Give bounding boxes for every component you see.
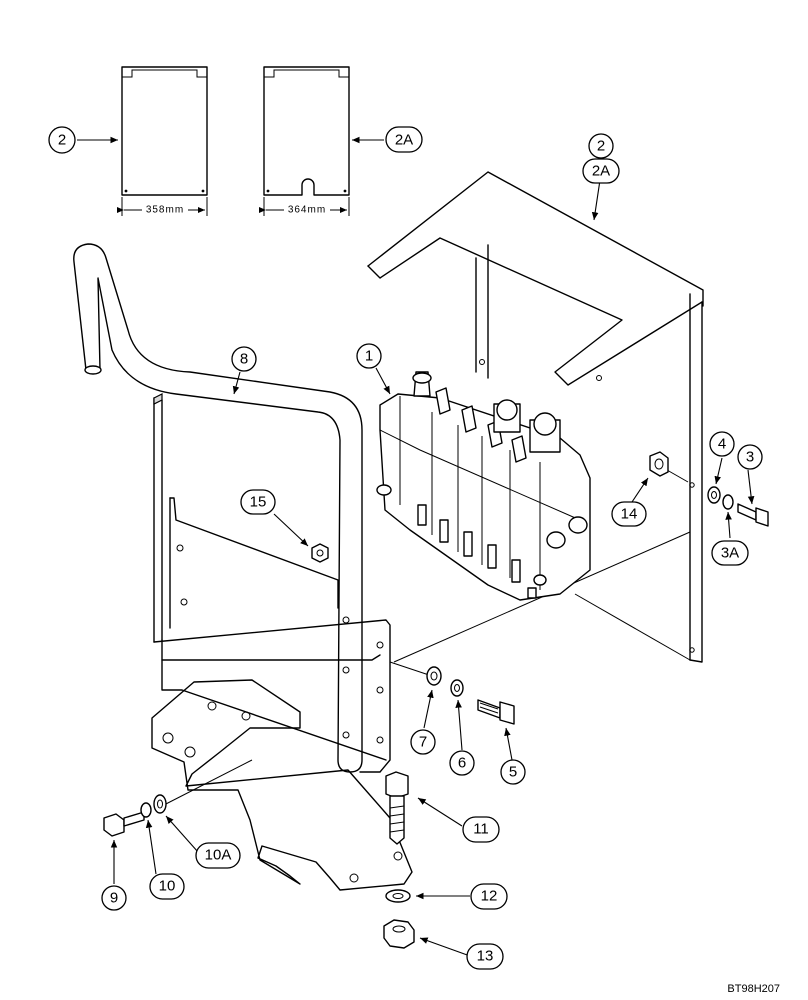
callout-2-left: 2 [48, 126, 76, 154]
callout-3-label: 3 [746, 449, 754, 466]
dimension-358mm: 358mm [146, 205, 184, 216]
callout-2-right-label: 2 [597, 138, 605, 155]
washer-10A [153, 794, 167, 814]
callout-5-label: 5 [509, 764, 517, 781]
callout-9: 9 [101, 885, 127, 911]
callout-10: 10 [149, 873, 185, 900]
callout-15-label: 15 [250, 494, 267, 511]
control-valve-assembly [376, 371, 591, 601]
leader-lines [77, 136, 755, 957]
washer-12 [385, 889, 411, 903]
washer-6 [450, 679, 464, 697]
nut-14 [649, 451, 669, 477]
drawing-code: BT98H207 [727, 983, 780, 995]
lockwasher-10 [140, 802, 152, 818]
lockwasher-3A [722, 494, 734, 510]
callout-2A-right-label: 2A [592, 163, 610, 180]
callout-2A-top: 2A [385, 126, 423, 153]
valve-cover-plate [367, 171, 704, 663]
callout-15: 15 [240, 489, 276, 515]
callout-6-label: 6 [458, 755, 466, 772]
callout-5: 5 [500, 759, 526, 785]
bolt-11 [385, 771, 409, 845]
callout-4: 4 [709, 431, 735, 457]
callout-9-label: 9 [110, 890, 118, 907]
washer-4 [707, 486, 721, 504]
callout-2-right: 2 [588, 133, 614, 159]
callout-13-label: 13 [477, 948, 494, 965]
bolt-9 [103, 811, 145, 837]
callout-1-label: 1 [365, 348, 373, 365]
callout-2A-right: 2A [582, 158, 620, 184]
handrail-stand [73, 243, 413, 891]
bolt-3 [737, 503, 769, 527]
plate-358mm [121, 66, 208, 196]
nut-13 [383, 919, 415, 949]
callout-3A: 3A [711, 540, 749, 566]
callout-14: 14 [611, 501, 647, 527]
callout-4-label: 4 [718, 436, 726, 453]
callout-3: 3 [737, 444, 763, 470]
callout-3A-label: 3A [721, 545, 739, 562]
washer-7 [426, 666, 442, 686]
plate-364mm [263, 66, 350, 196]
callout-10-label: 10 [159, 878, 176, 895]
callout-11: 11 [462, 816, 500, 843]
callout-14-label: 14 [621, 506, 638, 523]
bolt-5 [477, 699, 515, 725]
callout-10A: 10A [195, 842, 241, 869]
callout-10A-label: 10A [205, 847, 232, 864]
callout-8: 8 [231, 346, 257, 372]
callout-2A-top-label: 2A [395, 132, 413, 149]
callout-2-left-label: 2 [58, 132, 66, 149]
callout-7: 7 [410, 729, 436, 755]
callout-12-label: 12 [481, 888, 498, 905]
callout-7-label: 7 [419, 734, 427, 751]
plate-358mm-dimension: 358mm [117, 197, 208, 216]
callout-1: 1 [356, 343, 382, 369]
callout-8-label: 8 [240, 351, 248, 368]
callout-11-label: 11 [473, 821, 489, 838]
dimension-364mm: 364mm [288, 205, 326, 216]
callout-12: 12 [470, 883, 508, 910]
callout-6: 6 [449, 750, 475, 776]
callout-13: 13 [466, 943, 504, 970]
plate-364mm-dimension: 364mm [259, 197, 350, 216]
